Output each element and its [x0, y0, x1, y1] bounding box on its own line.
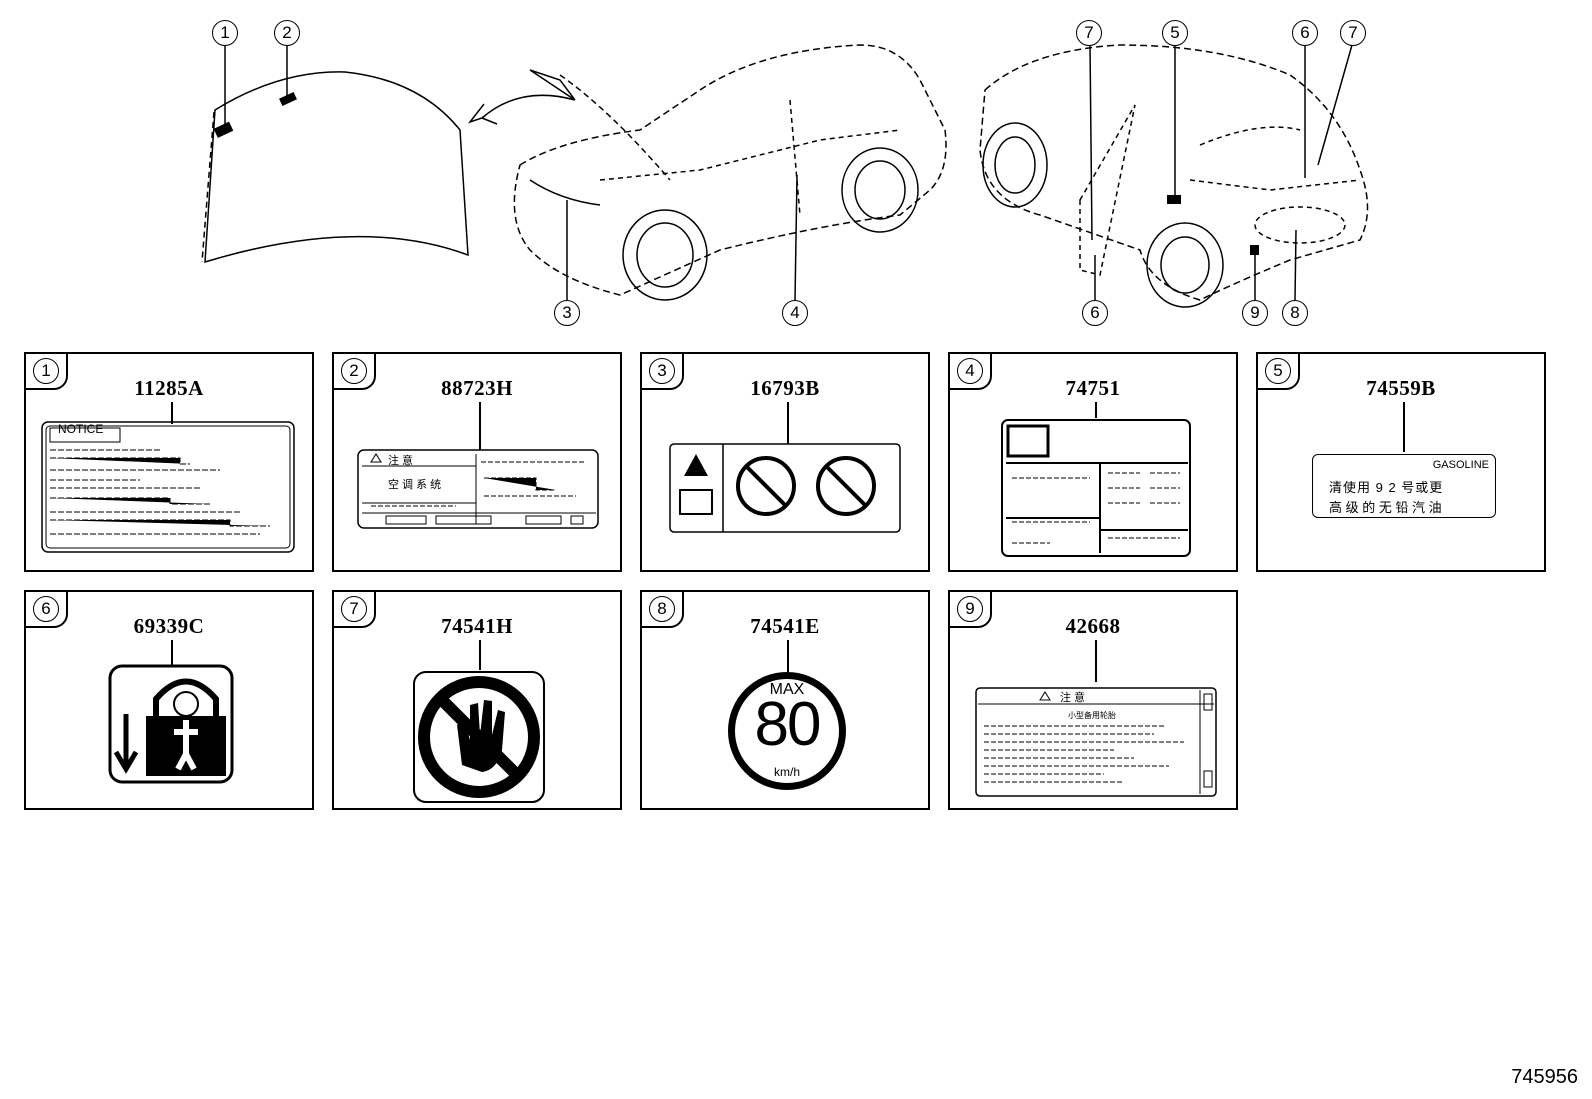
gasoline-label: GASOLINE 清使用 9 2 号或更 高 级 的 无 铅 汽 油: [1312, 454, 1496, 518]
panel-6: 6 69339C: [24, 590, 314, 810]
speed-value: 80: [754, 690, 822, 759]
front-car-view: [513, 44, 947, 301]
hood-arrow: [467, 94, 576, 125]
panel-number: 3: [649, 358, 675, 384]
hood-outline: [204, 71, 469, 264]
ac-system-label: [357, 449, 599, 529]
part-number: 69339C: [133, 614, 205, 638]
panel-number: 2: [341, 358, 367, 384]
vehicle-label-location-diagram: [201, 44, 1369, 308]
panel-1: 1 11285A NOTICE: [24, 352, 314, 572]
callout-9: 9: [1242, 300, 1268, 326]
callout-5: 5: [1162, 20, 1188, 46]
panel-number: 8: [649, 596, 675, 622]
notice-title: NOTICE: [58, 422, 104, 436]
panel-number: 1: [33, 358, 59, 384]
callout-8: 8: [1282, 300, 1308, 326]
label-patch-2: [279, 91, 297, 107]
spare-tire-label: [975, 687, 1217, 797]
spare-tire-subheading: 小型备用轮胎: [1068, 711, 1116, 720]
no-child-seat-icon-2: [816, 456, 876, 516]
rear-car-view: [979, 44, 1369, 308]
no-touch-label: [413, 671, 545, 803]
part-number: 74541H: [441, 614, 513, 638]
callout-2: 2: [274, 20, 300, 46]
no-child-seat-icon: [736, 456, 796, 516]
panel-number: 4: [957, 358, 983, 384]
panel-3: 3 16793B: [640, 352, 930, 572]
spare-tire-heading: 注 意: [1060, 692, 1086, 704]
panel-2: 2 88723H 注 意 空 调 系 统: [332, 352, 622, 572]
panel-number: 9: [957, 596, 983, 622]
info-manual-icon: [1006, 424, 1050, 458]
airbag-warning-label: [669, 443, 901, 533]
speed-limit-label: MAX 80 km/h: [728, 672, 846, 790]
callout-7b: 7: [1340, 20, 1366, 46]
notice-label: [41, 421, 295, 553]
label-patch-5: [1167, 195, 1181, 204]
panel-number: 6: [33, 596, 59, 622]
child-icon: [173, 691, 199, 717]
panel-9: 9 42668 注 意 小型备用轮胎: [948, 590, 1238, 810]
part-number: 74541E: [750, 614, 820, 638]
part-number: 74559B: [1366, 376, 1436, 400]
label-patch-1: [213, 121, 234, 138]
gasoline-heading: GASOLINE: [1432, 459, 1489, 471]
tire-info-label: [1001, 419, 1191, 557]
panel-number: 5: [1265, 358, 1291, 384]
label-patch-9: [1250, 245, 1259, 255]
part-number: 88723H: [441, 376, 513, 400]
gasoline-line-1: 清使用 9 2 号或更: [1329, 480, 1444, 495]
callout-6b: 6: [1082, 300, 1108, 326]
callout-3: 3: [554, 300, 580, 326]
panel-4: 4 74751: [948, 352, 1238, 572]
part-number: 42668: [1065, 614, 1121, 638]
part-number: 16793B: [750, 376, 820, 400]
part-number: 11285A: [134, 376, 204, 400]
warning-triangle-icon: [684, 454, 708, 476]
callout-4: 4: [782, 300, 808, 326]
callout-7: 7: [1076, 20, 1102, 46]
diagram-id: 745956: [1511, 1066, 1578, 1088]
ac-label-system: 空 调 系 统: [388, 479, 442, 491]
child-lock-label: [108, 664, 234, 784]
part-number: 74751: [1065, 376, 1121, 400]
speed-unit: km/h: [773, 765, 800, 779]
down-arrow-icon: [113, 714, 139, 774]
manual-icon: [679, 489, 713, 515]
panel-7: 7 74541H: [332, 590, 622, 810]
panel-8: 8 74541E MAX 80 km/h: [640, 590, 930, 810]
gasoline-line-2: 高 级 的 无 铅 汽 油: [1329, 500, 1442, 515]
panel-number: 7: [341, 596, 367, 622]
panel-5: 5 74559B GASOLINE 清使用 9 2 号或更 高 级 的 无 铅 …: [1256, 352, 1546, 572]
ac-label-heading: 注 意: [388, 455, 414, 467]
speed-max-text: MAX: [769, 681, 805, 698]
callout-6: 6: [1292, 20, 1318, 46]
callout-1: 1: [212, 20, 238, 46]
